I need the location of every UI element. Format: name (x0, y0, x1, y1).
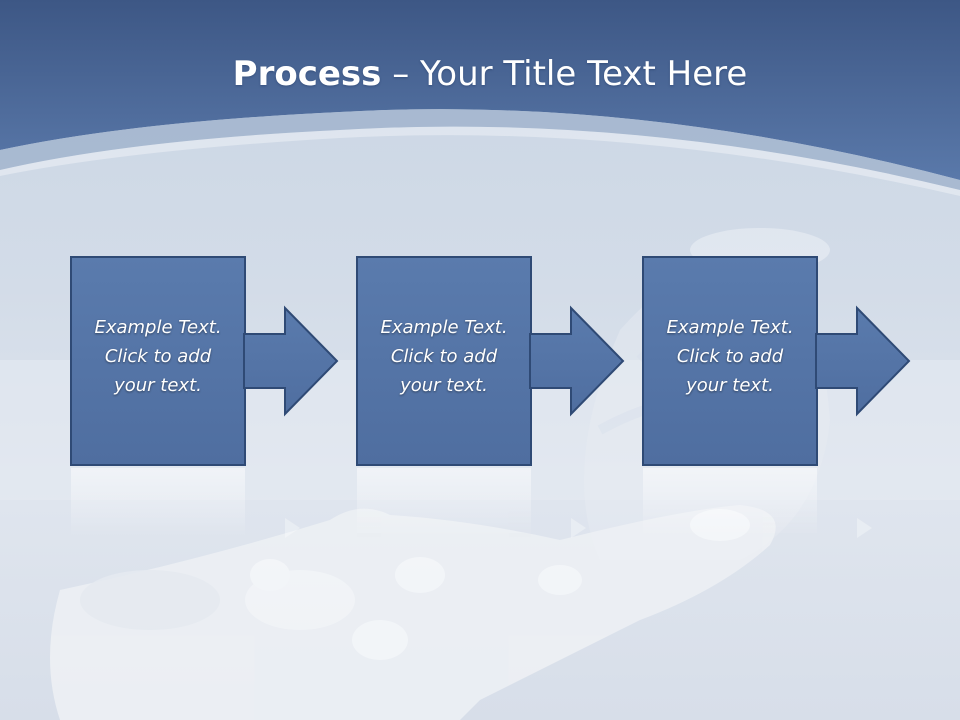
process-shape-3 (642, 256, 911, 466)
step-line: Example Text. (94, 316, 222, 338)
step-line: Click to add (104, 345, 212, 367)
process-shape-1 (70, 256, 339, 466)
arrow-right-icon (243, 305, 339, 417)
step-line: Example Text. (380, 316, 508, 338)
process-shape-2 (356, 256, 625, 466)
arrow-right-icon (815, 305, 911, 417)
starfish-art (50, 505, 776, 720)
step-line: Example Text. (666, 316, 794, 338)
step-line: your text. (686, 374, 774, 396)
arrow-right-icon (529, 305, 625, 417)
step-line: your text. (114, 374, 202, 396)
process-step-1-text[interactable]: Example Text. Click to add your text. (71, 257, 245, 465)
process-step-2-text[interactable]: Example Text. Click to add your text. (357, 257, 531, 465)
step-line: Click to add (676, 345, 784, 367)
slide-title[interactable]: Process – Your Title Text Here (0, 52, 960, 96)
step-line: your text. (400, 374, 488, 396)
process-step-3-text[interactable]: Example Text. Click to add your text. (643, 257, 817, 465)
step-line: Click to add (390, 345, 498, 367)
header-swoosh (0, 109, 960, 190)
header-band (0, 0, 960, 180)
title-bold-part: Process (232, 54, 382, 94)
step-text: Example Text. Click to add your text. (94, 313, 221, 400)
shape-reflections (71, 468, 872, 538)
title-regular-part: Your Title Text Here (420, 54, 748, 94)
title-separator: – (381, 54, 421, 94)
step-text: Example Text. Click to add your text. (380, 313, 507, 400)
step-text: Example Text. Click to add your text. (666, 313, 793, 400)
